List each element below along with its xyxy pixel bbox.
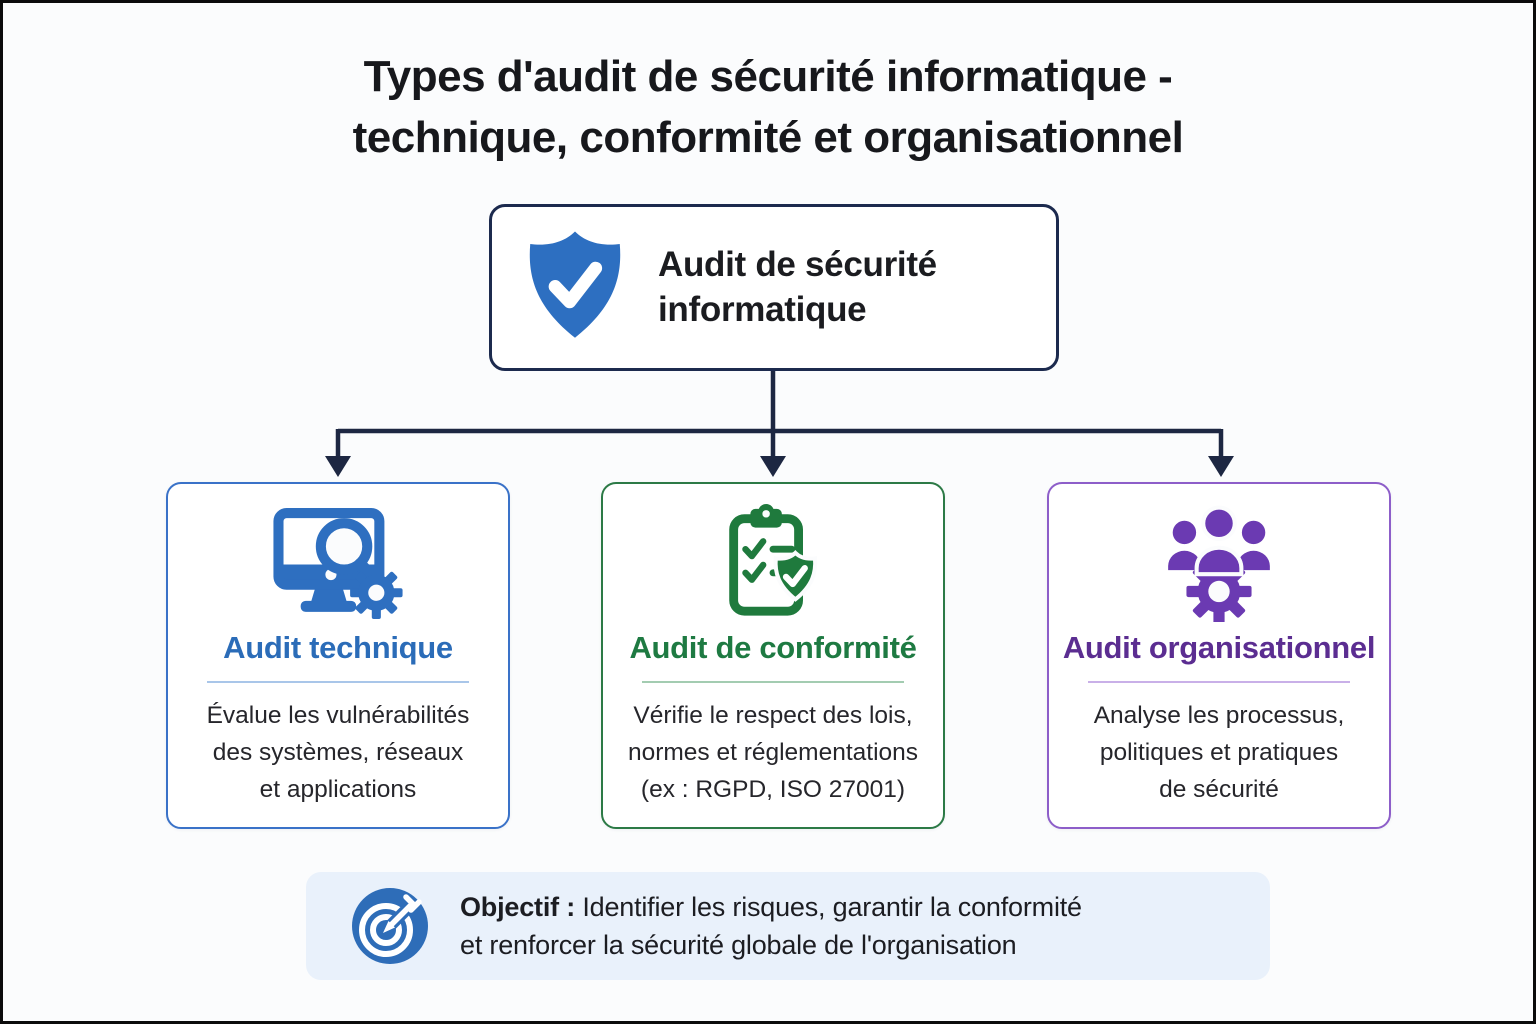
card-description-audit-organisationnel: Analyse les processus, politiques et prat…: [1094, 698, 1345, 808]
objective-lead: Objectif :: [460, 891, 576, 922]
objective-banner: Objectif : Identifier les risques, garan…: [306, 872, 1270, 980]
card-audit-organisationnel: Audit organisationnel Analyse les proces…: [1047, 482, 1391, 829]
objective-line1: Identifier les risques, garantir la conf…: [582, 891, 1082, 922]
shield-check-icon: [526, 230, 624, 345]
body-line: et applications: [259, 775, 417, 803]
body-line: des systèmes, réseaux: [212, 738, 464, 766]
root-node-audit-securite: Audit de sécurité informatique: [489, 204, 1059, 371]
body-line: de sécurité: [1159, 775, 1279, 803]
page-title-line2: technique, conformité et organisationnel: [352, 112, 1184, 162]
body-line: (ex : RGPD, ISO 27001): [640, 775, 906, 803]
card-audit-technique: Audit technique Évalue les vulnérabilité…: [166, 482, 510, 829]
card-divider: [207, 681, 469, 683]
body-line: Analyse les processus,: [1093, 702, 1345, 729]
clipboard-shield-icon: [714, 503, 832, 622]
card-divider: [642, 681, 904, 683]
body-line: Vérifie le respect des lois,: [633, 702, 913, 729]
root-node-label: Audit de sécurité informatique: [658, 244, 937, 329]
people-gear-icon: [1157, 504, 1281, 622]
card-description-audit-conformite: Vérifie le respect des lois, normes et ré…: [628, 698, 918, 808]
page-title-line1: Types d'audit de sécurité informatique -: [363, 52, 1173, 101]
card-audit-conformite: Audit de conformité Vérifie le respect d…: [601, 482, 945, 829]
page-title: Types d'audit de sécurité informatique -…: [3, 47, 1533, 168]
card-title-audit-technique: Audit technique: [223, 630, 453, 665]
target-arrow-icon: [352, 888, 428, 964]
monitor-search-gear-icon: [263, 504, 413, 622]
objective-text: Objectif : Identifier les risques, garan…: [460, 888, 1082, 965]
card-description-audit-technique: Évalue les vulnérabilités des systèmes, r…: [207, 698, 470, 808]
body-line: normes et réglementations: [627, 738, 919, 766]
body-line: Évalue les vulnérabilités: [206, 702, 470, 729]
card-title-audit-organisationnel: Audit organisationnel: [1062, 630, 1376, 665]
card-divider: [1088, 681, 1350, 683]
objective-line2: et renforcer la sécurité globale de l'or…: [460, 930, 1017, 960]
body-line: politiques et pratiques: [1099, 738, 1339, 766]
card-title-audit-conformite: Audit de conformité: [629, 630, 917, 665]
